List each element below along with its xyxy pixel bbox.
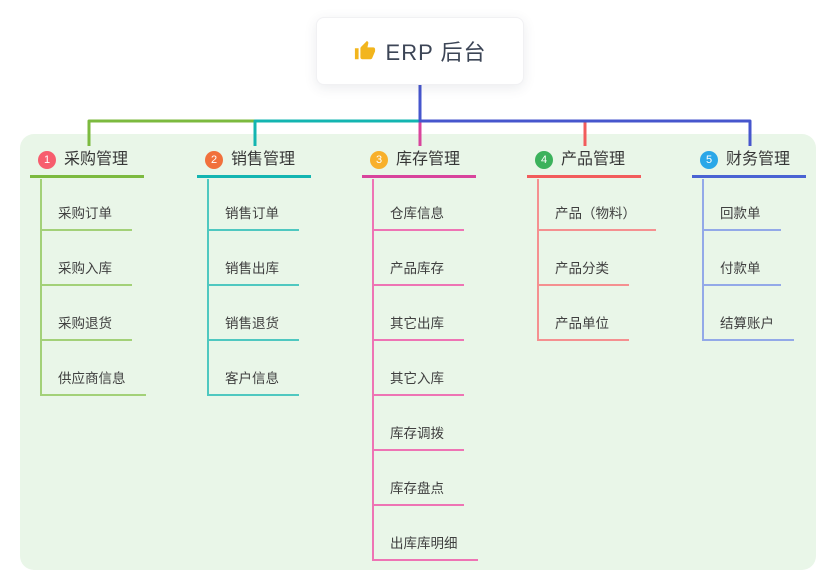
branch-topic-sales[interactable]: 2 销售管理 [197, 145, 312, 178]
child-node[interactable]: 销售退货 [207, 314, 299, 341]
child-node[interactable]: 付款单 [702, 259, 781, 286]
child-node[interactable]: 回款单 [702, 204, 781, 231]
branch-label: 库存管理 [396, 151, 461, 168]
child-node[interactable]: 产品单位 [537, 314, 629, 341]
branch-sales: 2 销售管理 销售订单 销售出库 销售退货 客户信息 [197, 145, 312, 396]
branch-number-badge: 3 [370, 151, 388, 169]
child-node[interactable]: 库存盘点 [372, 479, 464, 506]
branch-number-badge: 1 [38, 151, 56, 169]
branch-topic-purchase[interactable]: 1 采购管理 [30, 145, 145, 178]
branch-children-line [207, 179, 209, 396]
branch-children-line [372, 179, 374, 561]
branch-number-badge: 4 [535, 151, 553, 169]
child-node[interactable]: 产品库存 [372, 259, 464, 286]
child-node[interactable]: 供应商信息 [40, 369, 146, 396]
branch-number-badge: 2 [205, 151, 223, 169]
child-node[interactable]: 采购入库 [40, 259, 132, 286]
child-node[interactable]: 出库库明细 [372, 534, 478, 561]
child-node[interactable]: 客户信息 [207, 369, 299, 396]
child-node[interactable]: 库存调拨 [372, 424, 464, 451]
root-node[interactable]: ERP 后台 [316, 17, 524, 85]
branch-number-badge: 5 [700, 151, 718, 169]
child-node[interactable]: 其它出库 [372, 314, 464, 341]
child-node[interactable]: 采购退货 [40, 314, 132, 341]
child-node[interactable]: 销售出库 [207, 259, 299, 286]
child-node[interactable]: 产品（物料） [537, 204, 656, 231]
child-node[interactable]: 仓库信息 [372, 204, 464, 231]
thumbs-up-icon [354, 40, 376, 62]
branch-topic-product[interactable]: 4 产品管理 [527, 145, 642, 178]
branch-children-line [537, 179, 539, 341]
branch-children-line [40, 179, 42, 396]
branch-label: 采购管理 [64, 151, 129, 168]
branch-label: 财务管理 [726, 151, 791, 168]
branch-label: 销售管理 [231, 151, 296, 168]
branches-panel [20, 134, 816, 570]
child-node[interactable]: 其它入库 [372, 369, 464, 396]
branch-label: 产品管理 [561, 151, 626, 168]
branch-finance: 5 财务管理 回款单 付款单 结算账户 [692, 145, 807, 341]
child-node[interactable]: 产品分类 [537, 259, 629, 286]
child-node[interactable]: 采购订单 [40, 204, 132, 231]
branch-purchase: 1 采购管理 采购订单 采购入库 采购退货 供应商信息 [30, 145, 146, 396]
root-label: ERP 后台 [385, 40, 487, 65]
branch-inventory: 3 库存管理 仓库信息 产品库存 其它出库 其它入库 库存调拨 库存盘点 出库库… [362, 145, 478, 561]
branch-topic-finance[interactable]: 5 财务管理 [692, 145, 807, 178]
branch-topic-inventory[interactable]: 3 库存管理 [362, 145, 477, 178]
branch-children-line [702, 179, 704, 341]
child-node[interactable]: 销售订单 [207, 204, 299, 231]
branch-product: 4 产品管理 产品（物料） 产品分类 产品单位 [527, 145, 656, 341]
child-node[interactable]: 结算账户 [702, 314, 794, 341]
